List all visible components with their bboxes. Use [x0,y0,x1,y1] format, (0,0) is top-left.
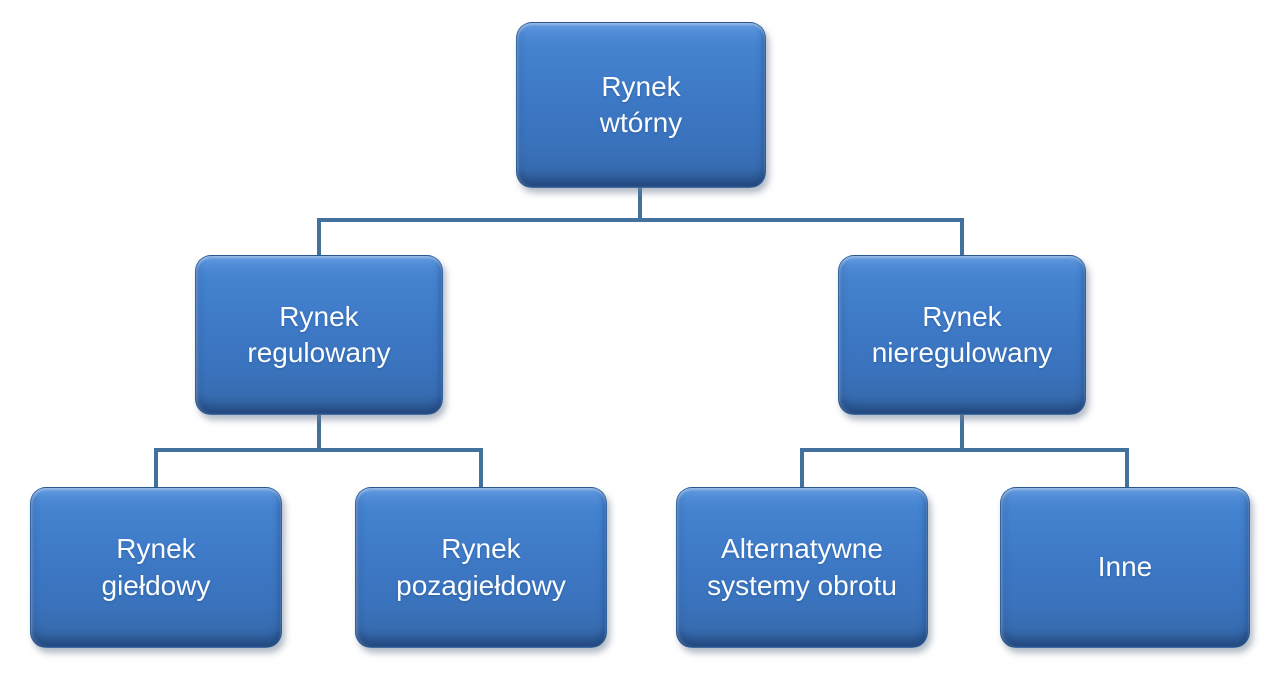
node-label: Rynek wtórny [599,70,683,138]
node-rynek-wtorny: Rynek wtórny [516,22,766,188]
connector-left-to-leaves [154,411,483,490]
node-label: Inne [1097,551,1153,583]
node-rynek-nieregulowany: Rynek nieregulowany [838,255,1086,415]
node-label: Alternatywne systemy obrotu [707,533,897,601]
node-alternatywne-systemy-obrotu: Alternatywne systemy obrotu [676,487,928,648]
node-inne: Inne [1000,487,1250,648]
connector-right-to-leaves [800,411,1129,490]
node-label: Rynek pozagiełdowy [396,533,566,601]
node-rynek-pozagieldowy: Rynek pozagiełdowy [355,487,607,648]
connector-root-to-level2 [317,184,964,258]
node-rynek-regulowany: Rynek regulowany [195,255,443,415]
node-label: Rynek regulowany [247,300,391,368]
node-label: Rynek nieregulowany [871,300,1053,368]
node-rynek-gieldowy: Rynek giełdowy [30,487,282,648]
node-label: Rynek giełdowy [101,533,211,601]
